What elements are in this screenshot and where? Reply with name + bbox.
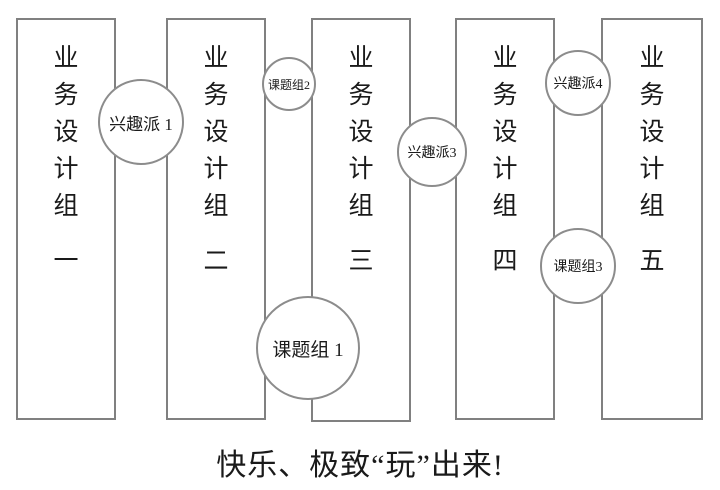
column-3-char-2: 务 (348, 82, 374, 109)
column-3-char-4: 计 (348, 156, 374, 183)
column-3-ordinal: 三 (348, 248, 374, 275)
diagram-caption: 快乐、极致“玩”出来! (216, 449, 504, 482)
column-4-char-4: 计 (492, 156, 518, 183)
bubble-topic-group-1[interactable]: 课题组 1 (256, 296, 360, 400)
group-column-2[interactable] (166, 18, 266, 420)
column-5-char-3: 设 (639, 119, 665, 146)
column-2-ordinal: 二 (203, 248, 229, 275)
bubble-topic-group-2[interactable]: 课题组2 (262, 57, 316, 111)
column-4-char-5: 组 (492, 193, 518, 220)
column-4-char-2: 务 (492, 82, 518, 109)
column-3-char-1: 业 (348, 45, 374, 72)
column-2-char-5: 组 (203, 193, 229, 220)
group-column-4[interactable] (455, 18, 555, 420)
column-3-char-5: 组 (348, 193, 374, 220)
column-4-char-1: 业 (492, 45, 518, 72)
column-1-ordinal: 一 (53, 248, 79, 275)
group-column-5-label: 业 务 设 计 组 五 (601, 40, 703, 280)
group-column-3[interactable] (311, 18, 411, 422)
bubble-interest-group-3[interactable]: 兴趣派3 (397, 117, 467, 187)
column-5-ordinal: 五 (639, 248, 665, 275)
column-4-char-3: 设 (492, 119, 518, 146)
column-5-char-1: 业 (639, 45, 665, 72)
bubble-topic-group-3[interactable]: 课题组3 (540, 228, 616, 304)
bubble-interest-group-1[interactable]: 兴趣派 1 (98, 79, 184, 165)
column-2-char-2: 务 (203, 82, 229, 109)
group-column-5[interactable] (601, 18, 703, 420)
group-column-4-label: 业 务 设 计 组 四 (455, 40, 555, 280)
column-1-char-1: 业 (53, 45, 79, 72)
group-column-3-label: 业 务 设 计 组 三 (311, 40, 411, 280)
column-1-char-5: 组 (53, 193, 79, 220)
group-column-1[interactable] (16, 18, 116, 420)
bubble-interest-group-4[interactable]: 兴趣派4 (545, 50, 611, 116)
column-1-char-2: 务 (53, 82, 79, 109)
column-2-char-1: 业 (203, 45, 229, 72)
column-3-char-3: 设 (348, 119, 374, 146)
column-5-char-4: 计 (639, 156, 665, 183)
column-5-char-5: 组 (639, 193, 665, 220)
column-1-char-3: 设 (53, 119, 79, 146)
column-2-char-3: 设 (203, 119, 229, 146)
column-1-char-4: 计 (53, 156, 79, 183)
column-2-char-4: 计 (203, 156, 229, 183)
group-column-2-label: 业 务 设 计 组 二 (166, 40, 266, 280)
column-4-ordinal: 四 (492, 248, 518, 275)
column-5-char-2: 务 (639, 82, 665, 109)
group-column-1-label: 业 务 设 计 组 一 (16, 40, 116, 280)
